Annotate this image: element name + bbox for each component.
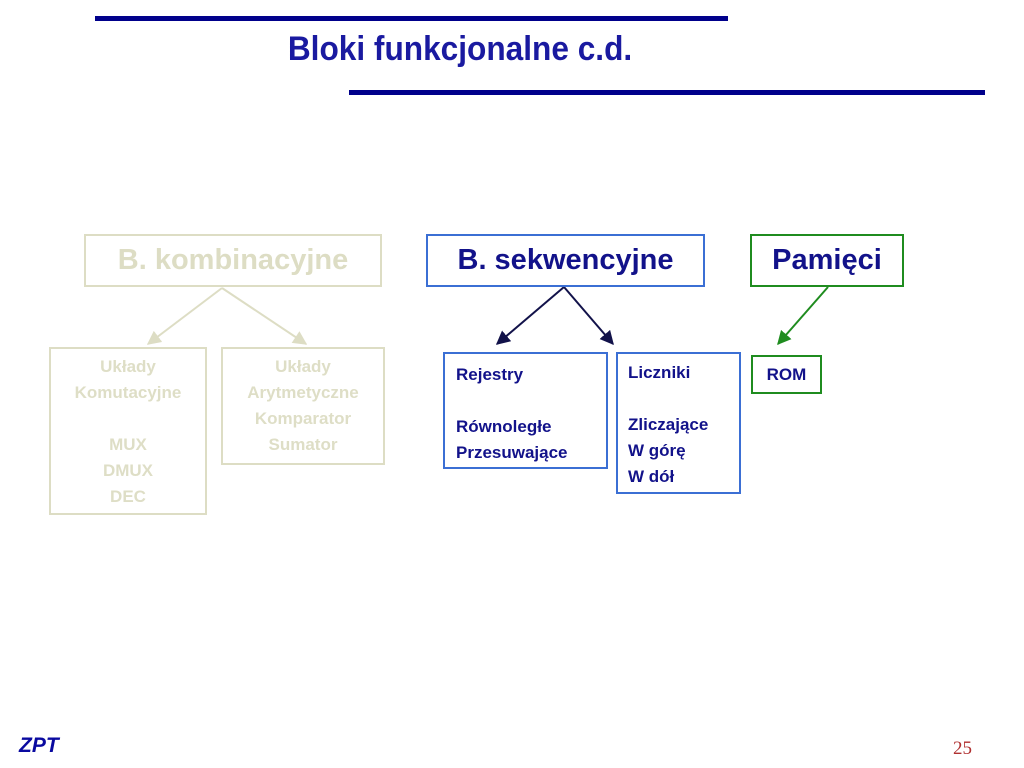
category-kombinacyjne-label: B. kombinacyjne [117,244,349,276]
arrow-sekwencyjne-liczniki [563,286,614,346]
box-line: Sumator [268,435,338,454]
box-line: W dół [628,467,675,486]
category-pamieci: Pamięci [750,234,904,287]
box-line [456,388,606,414]
arrow-pamieci-rom [777,286,829,346]
liczniki-box: Liczniki Zliczające W górę W dół [616,352,741,494]
uklady-arytmetyczne-box: Układy Arytmetyczne Komparator Sumator [221,347,385,465]
arrow-kombinacyjne-uklady-arytmetyczne [221,287,308,345]
box-line: Komutacyjne [74,383,182,402]
box-line [628,386,739,412]
box-line: Przesuwające [456,443,568,462]
rom-box: ROM [751,355,822,394]
box-line [51,406,205,432]
title-rule-top [95,16,728,21]
box-line: Rejestry [456,365,524,384]
footer-logo-text: ZPT [19,734,59,757]
page-title: Bloki funkcjonalne c.d. [287,30,633,68]
rejestry-box: Rejestry Równoległe Przesuwające [443,352,608,469]
arrow-kombinacyjne-uklady-komutacyjne [146,287,223,345]
category-pamieci-label: Pamięci [772,244,882,276]
box-line: ROM [766,365,807,384]
box-line: Równoległe [456,417,552,436]
box-line: Układy [100,357,156,376]
box-line: Liczniki [628,363,691,382]
page-number: 25 [953,738,972,759]
arrow-sekwencyjne-rejestry [495,286,565,345]
title-rule-bottom [349,90,985,95]
box-line: W górę [628,441,686,460]
box-line: Komparator [254,409,352,428]
category-sekwencyjne-label: B. sekwencyjne [457,244,674,276]
uklady-komutacyjne-box: Układy Komutacyjne MUX DMUX DEC [49,347,207,515]
box-line: Układy [275,357,331,376]
box-line: DMUX [102,461,154,480]
box-line: DEC [110,487,146,506]
category-sekwencyjne: B. sekwencyjne [426,234,705,287]
box-line: Arytmetyczne [247,383,359,402]
box-line: Zliczające [628,415,709,434]
category-kombinacyjne: B. kombinacyjne [84,234,382,287]
box-line: MUX [109,435,147,454]
